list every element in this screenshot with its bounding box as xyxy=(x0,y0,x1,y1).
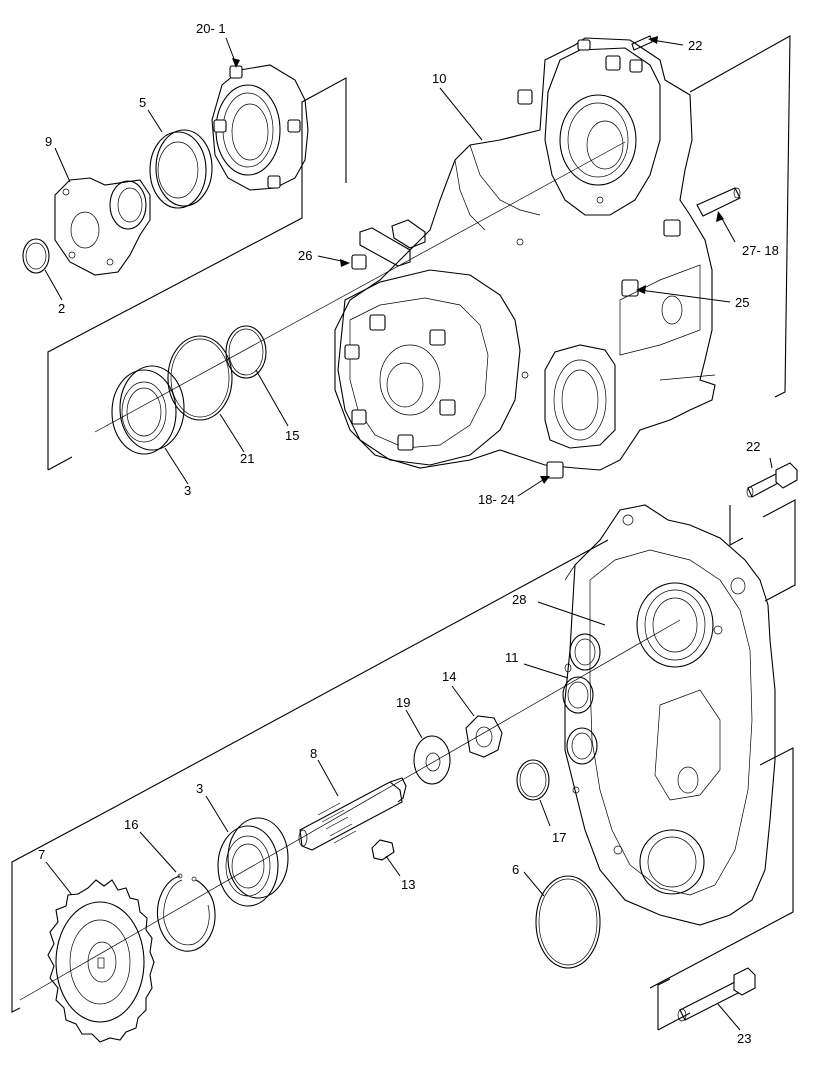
part-oring-21 xyxy=(167,335,233,421)
part-gear-7 xyxy=(47,879,155,1043)
callout-13: 13 xyxy=(401,877,415,892)
callout-20-1: 20- 1 xyxy=(196,21,226,36)
callout-18-24: 18- 24 xyxy=(478,492,515,507)
part-cover-28 xyxy=(564,504,776,926)
part-oring-15 xyxy=(225,325,267,379)
callout-25: 25 xyxy=(735,295,749,310)
part-washer-19 xyxy=(413,735,451,785)
assembly-boundary-lines xyxy=(11,35,796,1031)
callout-7: 7 xyxy=(38,847,45,862)
callout-26: 26 xyxy=(298,248,312,263)
part-nut-14 xyxy=(465,715,503,758)
callout-10: 10 xyxy=(432,71,446,86)
main-housing xyxy=(334,35,741,479)
callout-21: 21 xyxy=(240,451,254,466)
callout-2: 2 xyxy=(58,301,65,316)
callout-15: 15 xyxy=(285,428,299,443)
callout-16: 16 xyxy=(124,817,138,832)
part-bolt-22 xyxy=(746,462,798,498)
callout-8: 8 xyxy=(310,746,317,761)
callout-11: 11 xyxy=(505,650,519,665)
part-oring-17 xyxy=(516,759,550,801)
callout-23: 23 xyxy=(737,1031,751,1046)
part-seal-5 xyxy=(149,129,213,209)
callout-6: 6 xyxy=(512,862,519,877)
part-seal-11 xyxy=(562,633,601,765)
callout-5: 5 xyxy=(139,95,146,110)
part-key-13 xyxy=(371,839,395,861)
part-bearing-3-lower xyxy=(217,817,289,907)
axis-line-lower xyxy=(19,619,681,1001)
part-retainer-20-1 xyxy=(211,64,309,191)
part-oring-6 xyxy=(535,875,601,969)
callout-3-upper: 3 xyxy=(184,483,191,498)
part-flange-9 xyxy=(54,177,151,276)
part-ring-2 xyxy=(22,238,50,274)
callout-9: 9 xyxy=(45,134,52,149)
callout-14: 14 xyxy=(442,669,456,684)
callout-22-mid: 22 xyxy=(746,439,760,454)
callout-22-top: 22 xyxy=(688,38,702,53)
callout-3-lower: 3 xyxy=(196,781,203,796)
leader-lines xyxy=(44,36,773,1031)
part-bearing-3-upper xyxy=(111,365,185,455)
callout-28: 28 xyxy=(512,592,526,607)
callout-19: 19 xyxy=(396,695,410,710)
callout-27-18: 27- 18 xyxy=(742,243,779,258)
axis-line-upper xyxy=(94,141,626,433)
callout-labels: 20- 1 22 10 5 9 2 26 27- 18 25 15 21 3 1… xyxy=(38,21,779,1046)
part-bolt-23 xyxy=(677,967,756,1022)
part-snapring-16 xyxy=(156,873,216,952)
part-shaft-8 xyxy=(298,777,407,851)
callout-17: 17 xyxy=(552,830,566,845)
